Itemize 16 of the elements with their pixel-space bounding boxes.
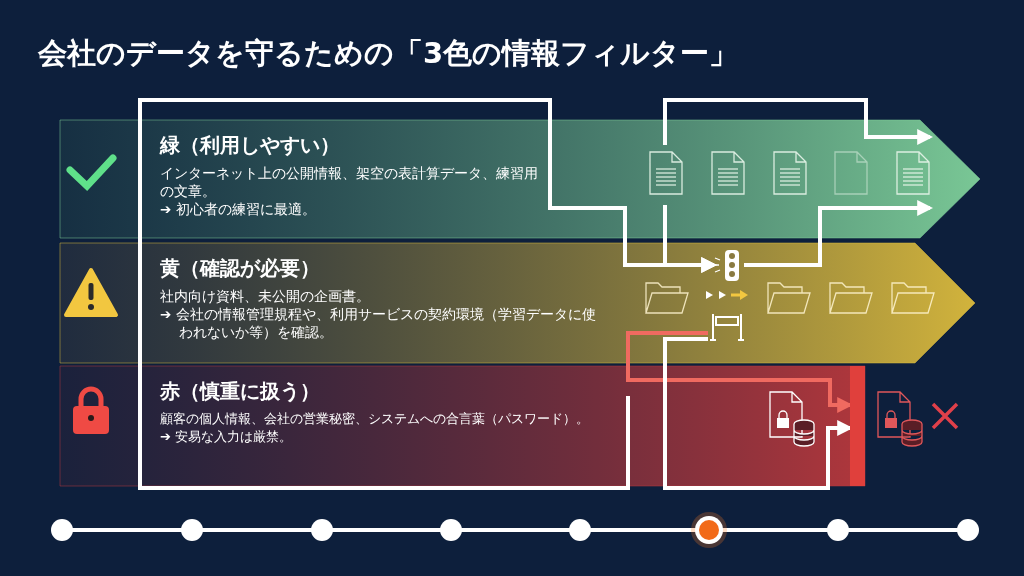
band-heading: 黄（確認が必要）	[160, 255, 320, 282]
band-description: 社内向け資料、未公開の企画書。	[160, 287, 371, 306]
category-band	[60, 366, 865, 486]
band-heading: 赤（慎重に扱う）	[160, 378, 320, 405]
barrier-bar	[850, 366, 865, 486]
band-note: ➔ 初心者の練習に最適。	[160, 200, 317, 219]
flow-arrow	[744, 200, 934, 267]
band-heading: 緑（利用しやすい）	[160, 132, 340, 159]
band-description: インターネット上の公開情報、架空の表計算データ、練習用の文章。	[160, 164, 539, 201]
band-note: ➔ 会社の情報管理規程や、利用サービスの契約環境（学習データに使われないか等）を確認。	[160, 305, 597, 342]
band-note: ➔ 安易な入力は厳禁。	[160, 427, 294, 446]
gate-icon	[708, 312, 746, 342]
title: 会社のデータを守るための「3色の情報フィルター」	[38, 35, 739, 72]
band-description: 顧客の個人情報、会社の営業秘密、システムへの合言葉（パスワード）。	[160, 410, 590, 428]
category-band	[60, 120, 980, 238]
category-band	[60, 243, 975, 363]
